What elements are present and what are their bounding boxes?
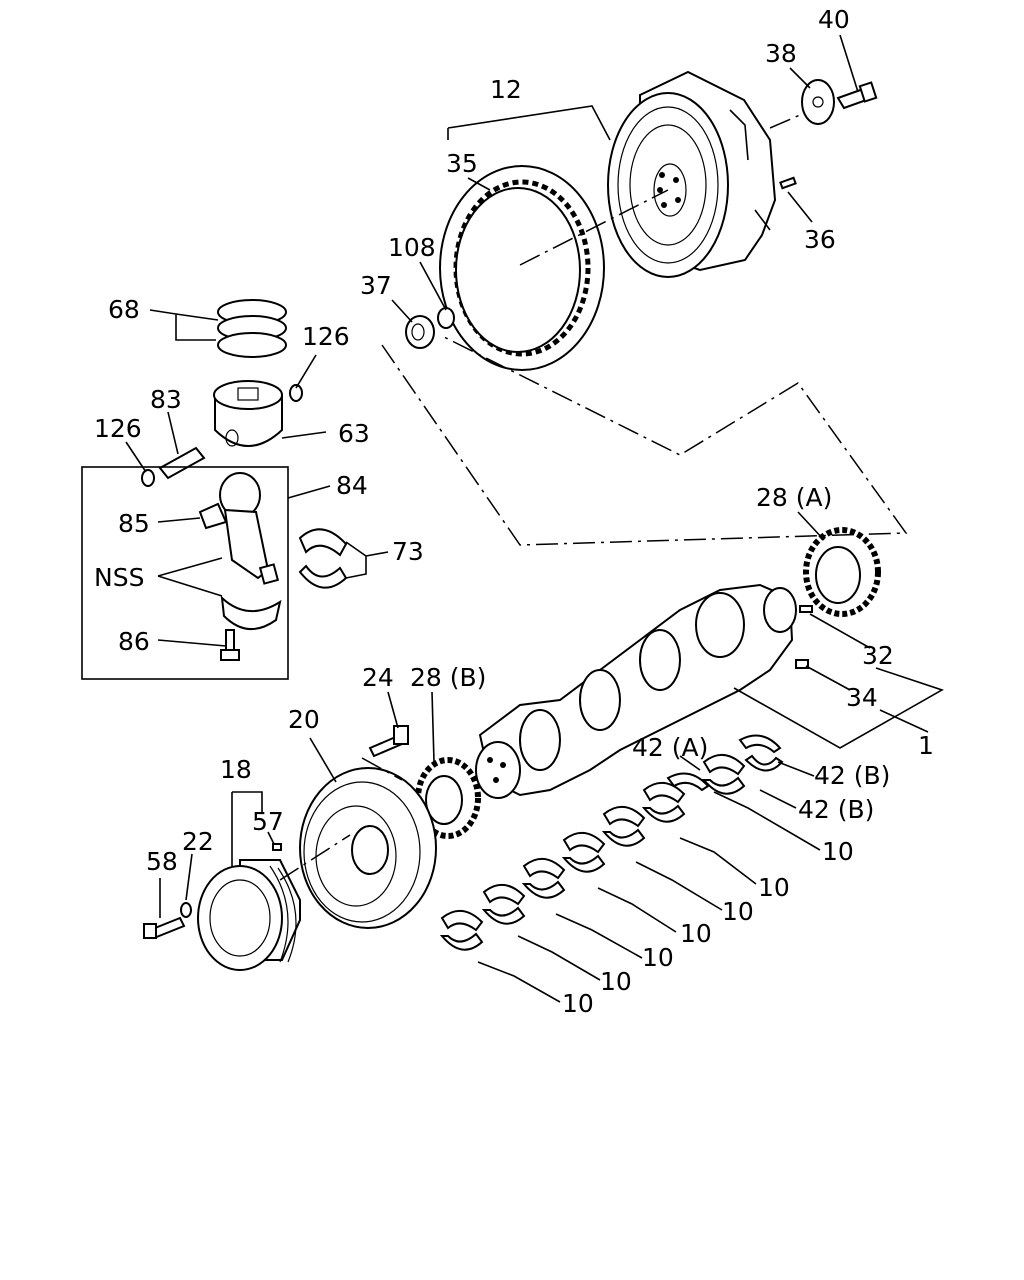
callout-42b-lower: 42 (B) xyxy=(798,795,874,824)
damper xyxy=(197,859,301,971)
piston-rings xyxy=(217,299,287,358)
callout-labels: 40 38 12 35 108 37 36 68 126 83 126 63 8… xyxy=(94,5,934,1018)
callout-83: 83 xyxy=(150,385,182,414)
callout-85: 85 xyxy=(118,509,150,538)
callout-32: 32 xyxy=(862,641,894,670)
main-bearings xyxy=(439,734,784,951)
callout-12: 12 xyxy=(490,75,522,104)
gear-28b xyxy=(415,757,481,839)
callout-10-c: 10 xyxy=(722,897,754,926)
bearing-73 xyxy=(298,528,348,589)
bolt-24 xyxy=(368,725,409,758)
callout-37: 37 xyxy=(360,271,392,300)
callout-84: 84 xyxy=(336,471,368,500)
callout-24: 24 xyxy=(362,663,394,692)
pin-36 xyxy=(779,176,797,190)
callout-126-lower: 126 xyxy=(94,414,142,443)
callout-42a: 42 (A) xyxy=(632,733,708,762)
snap-ring-126 xyxy=(141,384,303,487)
flywheel xyxy=(607,70,777,278)
callout-35: 35 xyxy=(446,149,478,178)
connecting-rod xyxy=(219,472,282,630)
callout-22: 22 xyxy=(182,827,214,856)
callout-86: 86 xyxy=(118,627,150,656)
callout-10-f: 10 xyxy=(600,967,632,996)
callout-40: 40 xyxy=(818,5,850,34)
bushing-85 xyxy=(198,502,228,530)
bolt-86 xyxy=(220,629,240,661)
callout-36: 36 xyxy=(804,225,836,254)
ring-108 xyxy=(437,307,455,329)
callout-18: 18 xyxy=(220,755,252,784)
pin-57 xyxy=(272,843,282,851)
callout-1: 1 xyxy=(918,731,934,760)
leader-lines xyxy=(125,34,944,1003)
callout-38: 38 xyxy=(765,39,797,68)
plate-38 xyxy=(801,79,835,125)
callout-10-b: 10 xyxy=(758,873,790,902)
piston-pin xyxy=(158,446,206,480)
bolt-40 xyxy=(836,81,878,110)
bearing-37 xyxy=(405,315,435,349)
piston xyxy=(213,380,283,447)
pulley xyxy=(299,767,437,929)
crankshaft xyxy=(475,583,797,799)
callout-28a: 28 (A) xyxy=(756,483,832,512)
callout-20: 20 xyxy=(288,705,320,734)
phantom-lines xyxy=(279,114,908,881)
callout-34: 34 xyxy=(846,683,878,712)
callout-28b: 28 (B) xyxy=(410,663,486,692)
callout-126-upper: 126 xyxy=(302,322,350,351)
pins-32-34 xyxy=(795,605,813,669)
callout-63: 63 xyxy=(338,419,370,448)
callout-10-a: 10 xyxy=(822,837,854,866)
callout-10-d: 10 xyxy=(680,919,712,948)
gear-28a xyxy=(803,527,881,617)
callout-nss: NSS xyxy=(94,563,144,592)
conrod-box xyxy=(81,466,289,680)
ring-gear xyxy=(439,165,605,371)
bolt-58 xyxy=(143,916,186,940)
callout-10-g: 10 xyxy=(562,989,594,1018)
callout-108: 108 xyxy=(388,233,436,262)
callout-57: 57 xyxy=(252,807,284,836)
callout-68: 68 xyxy=(108,295,140,324)
callout-73: 73 xyxy=(392,537,424,566)
callout-10-e: 10 xyxy=(642,943,674,972)
callout-42b-upper: 42 (B) xyxy=(814,761,890,790)
callout-58: 58 xyxy=(146,847,178,876)
washer-22 xyxy=(180,902,192,918)
